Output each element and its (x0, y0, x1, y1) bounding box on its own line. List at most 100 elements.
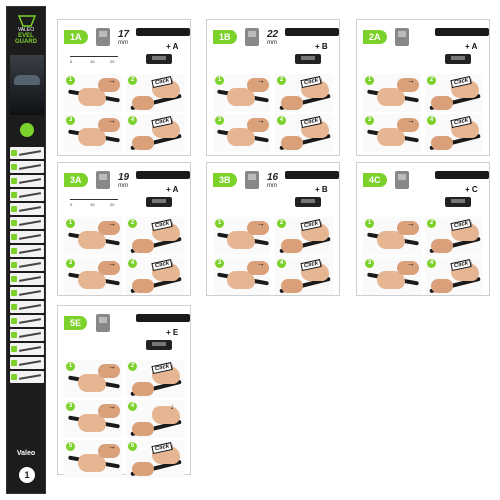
hand-illustration (132, 462, 154, 476)
hand-illustration (78, 454, 106, 472)
instruction-step: 1→ (64, 217, 122, 255)
panel-code-label: 3A (64, 173, 88, 187)
step-number: 2 (128, 219, 137, 228)
instruction-step: 1→ (363, 74, 421, 112)
wiper-arm-illustration (136, 171, 190, 179)
direction-arrow-icon: → (257, 116, 265, 125)
hand-illustration (132, 382, 154, 396)
step-number: 4 (277, 116, 286, 125)
step-number: 4 (128, 402, 137, 411)
instruction-step: 1→ (64, 360, 122, 398)
step-number: 2 (427, 219, 436, 228)
step-number: 1 (66, 219, 75, 228)
step-number: 2 (427, 76, 436, 85)
panel-code-label: 4C (363, 173, 387, 187)
arm-hook-icon (395, 28, 409, 46)
strip-step-row (10, 175, 44, 187)
step-number: 3 (215, 259, 224, 268)
panel-code-label: 1A (64, 30, 88, 44)
step-number: 6 (128, 442, 137, 451)
instruction-step: 4↓Click (126, 114, 184, 152)
step-number: 5 (66, 442, 75, 451)
hand-illustration (132, 96, 154, 110)
footer-logo: Valeo (16, 450, 36, 457)
brand-line-1: VALEO (17, 27, 35, 33)
arm-hook-icon (245, 171, 259, 189)
instruction-step: 2↓Click (126, 360, 184, 398)
direction-arrow-icon: → (407, 219, 415, 228)
ruler-tick-label: 20 (110, 59, 115, 64)
strip-step-row (10, 371, 44, 383)
panel-code-label: 5E (64, 316, 88, 330)
hand-illustration (281, 279, 303, 293)
step-number: 4 (427, 116, 436, 125)
adapter-illustration (295, 54, 321, 64)
adapter-code: + A (166, 185, 179, 194)
direction-arrow-icon: → (257, 259, 265, 268)
hand-illustration (431, 239, 453, 253)
step-number: 2 (277, 76, 286, 85)
hand-illustration (152, 406, 180, 424)
strip-step-row (10, 217, 44, 229)
adapter-illustration (445, 54, 471, 64)
strip-step-row (10, 315, 44, 327)
ruler-tick-label: 10 (90, 59, 95, 64)
instruction-step: 2↓Click (126, 217, 184, 255)
instruction-step: 2↓Click (425, 74, 483, 112)
hand-illustration (397, 261, 419, 275)
instruction-step: 1→ (213, 217, 271, 255)
hand-illustration (78, 374, 106, 392)
adapter-illustration (445, 197, 471, 207)
instruction-step: 4↓Click (425, 257, 483, 295)
instruction-step: 3→ (363, 114, 421, 152)
hand-illustration (281, 239, 303, 253)
instruction-step: 4↓Click (425, 114, 483, 152)
hand-illustration (98, 404, 120, 418)
hand-illustration (377, 128, 405, 146)
hand-illustration (397, 221, 419, 235)
hand-illustration (98, 221, 120, 235)
panel-code-label: 3B (213, 173, 237, 187)
step-number: 1 (215, 76, 224, 85)
arm-hook-icon (245, 28, 259, 46)
hand-illustration (98, 364, 120, 378)
instruction-step: 2↓Click (275, 217, 333, 255)
direction-arrow-icon: → (108, 362, 116, 371)
arm-hook-icon (395, 171, 409, 189)
instruction-step: 3→ (64, 114, 122, 152)
adapter-code: + B (315, 42, 328, 51)
direction-arrow-icon: → (108, 76, 116, 85)
hand-illustration (227, 128, 255, 146)
direction-arrow-icon: → (257, 76, 265, 85)
instruction-step: 4↓Click (275, 114, 333, 152)
panel-code-label: 2A (363, 30, 387, 44)
hand-illustration (247, 221, 269, 235)
hand-illustration (227, 88, 255, 106)
strip-step-row (10, 231, 44, 243)
step-number: 4 (427, 259, 436, 268)
hand-illustration (431, 136, 453, 150)
strip-step-row (10, 329, 44, 341)
promo-image (10, 55, 44, 115)
adapter-code: + C (465, 185, 478, 194)
strip-step-row (10, 245, 44, 257)
step-number: 3 (66, 402, 75, 411)
step-number: 1 (365, 76, 374, 85)
ruler-tick-label: 20 (110, 202, 115, 207)
step-number: 3 (66, 259, 75, 268)
valeo-shield-icon (18, 15, 36, 27)
hand-illustration (227, 271, 255, 289)
hand-illustration (377, 231, 405, 249)
direction-arrow-icon: → (407, 116, 415, 125)
instruction-step: 4↓Click (126, 257, 184, 295)
direction-arrow-icon: → (257, 219, 265, 228)
direction-arrow-icon: → (407, 76, 415, 85)
green-badge-icon (20, 123, 34, 137)
